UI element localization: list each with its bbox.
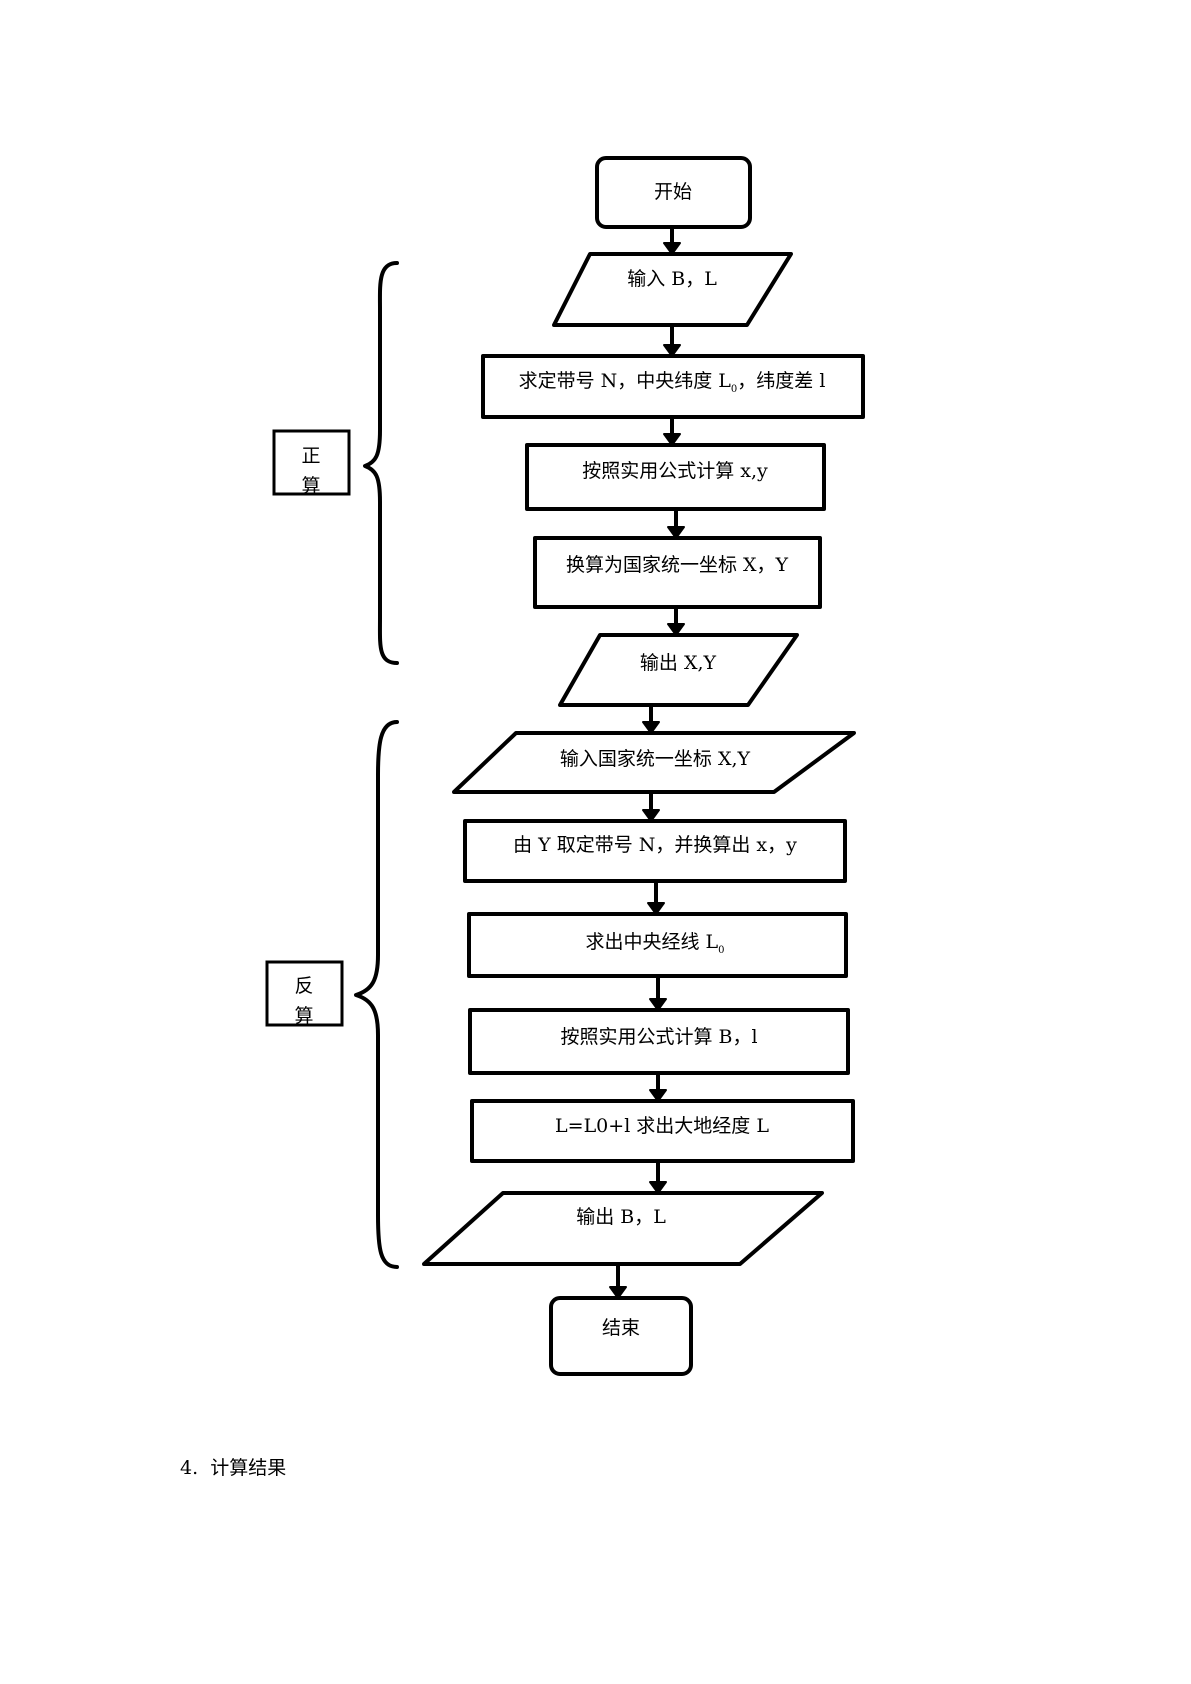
forward-label-char-2: 算 [301,475,320,497]
calc-xy-label: 按照实用公式计算 x,y [582,460,768,482]
input-bl-node: 输入 B，L [552,252,793,327]
arrowhead [663,242,681,255]
arrowhead [649,998,667,1011]
zone-from-y-node: 由 Y 取定带号 N，并换算出 x，y [463,819,847,883]
input-bl-label: 输入 B，L [627,268,717,290]
zone-number-node: 求定带号 N，中央纬度 L0，纬度差 l [481,354,865,419]
output-xy-node: 输出 X,Y [558,633,799,707]
arrowhead [667,623,685,636]
arrowhead [609,1286,627,1299]
inverse-calculation-label-box: 反 算 [265,960,344,1027]
arrowhead [642,809,660,822]
geodetic-longitude-node: L=L0+l 求出大地经度 L [470,1099,855,1163]
arrowhead [647,902,665,915]
connectors [609,228,685,1299]
zone-from-y-label: 由 Y 取定带号 N，并换算出 x，y [513,834,797,856]
input-national-node: 输入国家统一坐标 X,Y [452,731,856,794]
start-node: 开始 [595,156,752,229]
inverse-label-char-2: 算 [294,1005,313,1027]
forward-label-char-1: 正 [301,445,320,467]
convert-national-label: 换算为国家统一坐标 X，Y [566,554,789,576]
start-label: 开始 [654,181,692,203]
output-bl-node: 输出 B，L [422,1191,824,1266]
output-xy-label: 输出 X,Y [640,652,717,674]
inverse-label-char-1: 反 [294,975,313,997]
convert-national-node: 换算为国家统一坐标 X，Y [533,536,822,609]
arrowhead [667,526,685,539]
arrowhead [663,433,681,446]
zone-number-label: 求定带号 N，中央纬度 L0，纬度差 l [519,370,826,395]
calc-bl-node: 按照实用公式计算 B，l [468,1008,850,1075]
arrowhead [642,721,660,734]
arrowhead [663,344,681,357]
arrowhead [649,1089,667,1102]
output-bl-label: 输出 B，L [576,1206,666,1228]
central-meridian-node: 求出中央经线 L0 [467,912,848,978]
central-meridian-label: 求出中央经线 L0 [585,931,724,956]
forward-brace [363,261,399,665]
arrowhead [649,1181,667,1194]
forward-calculation-label-box: 正 算 [272,429,351,497]
end-node: 结束 [549,1296,693,1376]
calc-bl-label: 按照实用公式计算 B，l [560,1026,757,1048]
end-label: 结束 [602,1317,640,1339]
section-heading: 4. 计算结果 [180,1457,287,1479]
inverse-brace [354,720,399,1269]
calc-xy-node: 按照实用公式计算 x,y [525,443,826,511]
input-national-label: 输入国家统一坐标 X,Y [560,748,751,770]
geodetic-longitude-label: L=L0+l 求出大地经度 L [555,1115,769,1137]
